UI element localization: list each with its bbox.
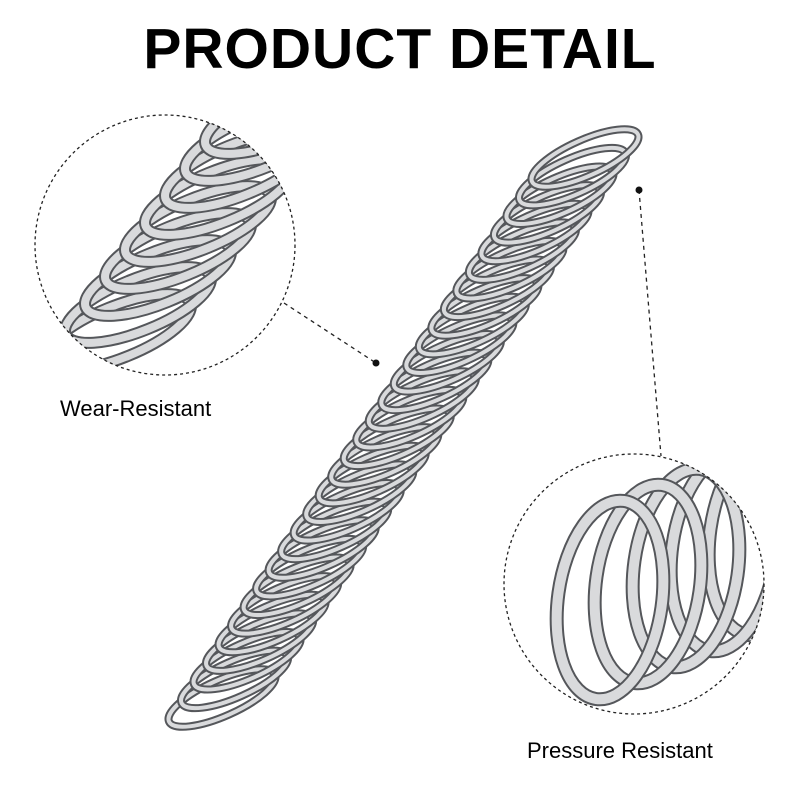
- callout-label-pressure-resistant: Pressure Resistant: [527, 738, 713, 763]
- main-spring-image: [164, 125, 643, 731]
- zoom-circle-wear: [34, 114, 296, 376]
- callout-label-wear-resistant: Wear-Resistant: [60, 396, 212, 421]
- page-title: PRODUCT DETAIL: [143, 17, 657, 81]
- callout-leaders: [283, 186, 662, 457]
- spring-coils-closeup: [39, 115, 295, 375]
- spring-end-closeup: [549, 454, 764, 707]
- zoom-circle-pressure: [503, 453, 765, 715]
